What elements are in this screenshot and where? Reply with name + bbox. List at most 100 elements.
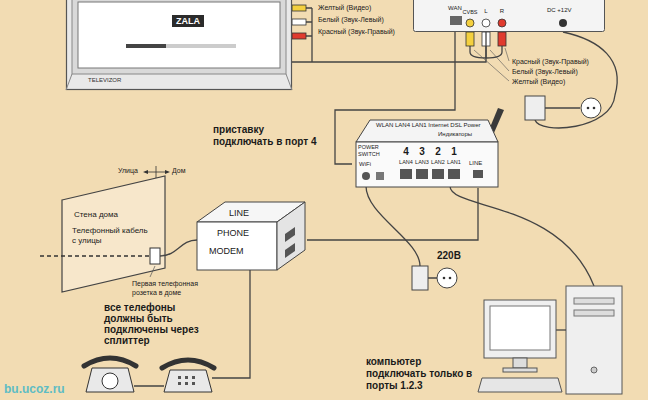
- port-label: WAN: [448, 5, 462, 11]
- direction-label: Улица: [118, 167, 138, 174]
- splitter-outline-part: [277, 202, 305, 270]
- tv-set-outline-part: [126, 44, 236, 48]
- yellow-plug: [466, 32, 474, 46]
- set-top-box-outline-part: [450, 16, 462, 25]
- port-label: WiFi: [359, 161, 371, 167]
- port-label: R: [500, 8, 504, 14]
- instruction-note: все телефоны должны быть подключены чере…: [104, 302, 199, 346]
- cable-label-holder: Красный (Звук-Правый): [318, 27, 395, 36]
- phone-handset: [162, 360, 214, 368]
- rotary-phone: [86, 368, 134, 392]
- port-label-holder: LINE: [469, 160, 482, 167]
- red-plug: [498, 32, 506, 46]
- power-button: [591, 367, 597, 373]
- instruction-note-holder: приставку подключать в порт 4: [213, 124, 325, 148]
- stb-rca-plugs: [466, 32, 509, 81]
- wall-label-holder: Стена дома: [74, 210, 118, 220]
- phone-handset: [84, 358, 136, 366]
- cable-label-holder: Желтый (Видео): [318, 3, 371, 12]
- set-top-box-outline-part: [466, 19, 474, 27]
- wall-label: Стена дома: [74, 210, 118, 219]
- phone-keys: [178, 376, 195, 385]
- port-label-holder: WiFi: [359, 161, 371, 168]
- monitor-stand: [513, 358, 527, 368]
- router-outline-part: [356, 120, 498, 142]
- port-label-holder: DC +12V: [547, 7, 572, 14]
- set-top-box-outline-part: [559, 19, 567, 27]
- router-outline-part: [416, 169, 428, 179]
- instruction-note-holder: компьютер подключать только в порты 1.2.…: [366, 356, 474, 392]
- cable-connector: [292, 32, 486, 62]
- cable-label: Красный (Звук-Правый): [512, 58, 589, 65]
- router-outline-part: [376, 172, 384, 180]
- set-top-box-outline: [413, 0, 605, 32]
- port-label: DC +12V: [547, 7, 572, 13]
- direction-label-holder: Дом: [172, 166, 186, 175]
- outlet-hole: [587, 107, 590, 110]
- brand-logo: ZALA: [172, 15, 204, 27]
- arrow-head: [165, 170, 170, 174]
- indicator-labels-holder: WLAN LAN4 LAN1 Internet DSL Power: [376, 122, 481, 129]
- voltage-label-holder: 220В: [437, 250, 461, 262]
- outlet-hole: [593, 107, 596, 110]
- indicator-caption-holder: Индикаторы: [438, 131, 472, 138]
- router-outline-part: [362, 172, 370, 180]
- tv-set: ZALA TELEVIZOR: [66, 0, 292, 90]
- tv-rca-plugs: [292, 5, 312, 62]
- port-number-holder: 3: [414, 146, 430, 158]
- instruction-note-holder: все телефоны должны быть подключены чере…: [104, 302, 216, 346]
- port-label-holder: MODEM: [209, 246, 244, 257]
- router-power: [366, 186, 457, 290]
- router: WLAN LAN4 LAN1 Internet DSL PowerИндикат…: [352, 112, 502, 188]
- keyboard: [478, 378, 562, 392]
- splitter-outline-part: [285, 227, 295, 242]
- splitter: LINE PHONE MODEM: [195, 200, 307, 272]
- port-label-holder: LINE: [229, 208, 249, 219]
- direction-label: Дом: [172, 167, 186, 174]
- splitter-outline: [195, 200, 307, 272]
- brand-logo-holder: ZALA: [172, 16, 204, 27]
- cable-label: Желтый (Видео): [318, 4, 371, 11]
- network-cable: [450, 186, 594, 286]
- cable-label: Красный (Звук-Правый): [318, 28, 395, 35]
- set-top-box-outline-part: [482, 19, 490, 27]
- wall-outlet: [581, 98, 601, 118]
- port-label: LAN2: [431, 159, 445, 165]
- port-label: POWER SWITCH: [358, 144, 380, 157]
- set-top-box-outline-part: [498, 19, 506, 27]
- cable-label: Белый (Звук-Левый): [512, 68, 578, 75]
- outlet-hole: [443, 277, 446, 280]
- port-label-holder: WAN: [448, 5, 462, 12]
- model-label-holder: TELEVIZOR: [88, 77, 121, 84]
- tv-set-outline-part: [72, 0, 286, 74]
- cable-label: Телефонный кабель с улицы: [72, 226, 148, 245]
- instruction-note: компьютер подключать только в порты 1.2.…: [366, 356, 472, 391]
- set-top-box-outline-part: [414, 0, 605, 32]
- direction-arrows: [147, 166, 166, 178]
- splitter-outline-part: [285, 243, 295, 258]
- port-label: CVBS: [463, 9, 478, 15]
- leader-line: [474, 48, 509, 81]
- cable-label: Белый (Звук-Левый): [318, 16, 384, 23]
- monitor: [484, 300, 556, 358]
- white-plug: [292, 19, 306, 25]
- router-outline-part: [400, 169, 412, 179]
- cable-label-holder: Красный (Звук-Правый): [512, 57, 589, 66]
- system-unit: [566, 286, 622, 394]
- socket-cable: [160, 240, 197, 256]
- leader-line: [150, 266, 155, 277]
- monitor-screen: [490, 306, 550, 350]
- monitor-base: [503, 368, 537, 372]
- cable-label-holder: Белый (Звук-Левый): [512, 67, 578, 76]
- port-number-holder: 4: [398, 146, 414, 158]
- port-label: MODEM: [209, 246, 244, 256]
- tv-set-outline-part: [67, 0, 292, 90]
- port-label: L: [484, 8, 487, 14]
- port-label: LINE: [229, 208, 249, 218]
- port-label-holder: PHONE: [217, 228, 249, 239]
- router-outline-part: [356, 142, 498, 187]
- cable-label-holder: Белый (Звук-Левый): [318, 15, 384, 24]
- watermark-holder: bu.ucoz.ru: [4, 382, 65, 396]
- set-top-box: WANCVBS L R DC +12V: [413, 0, 605, 32]
- cable-label-holder: Телефонный кабель с улицы: [72, 226, 150, 246]
